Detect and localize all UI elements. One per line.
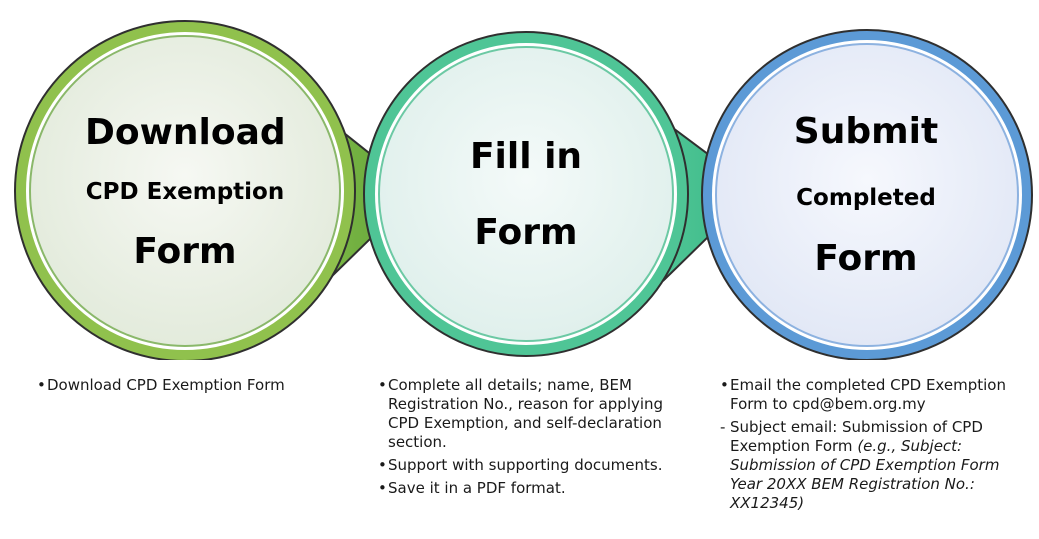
step-1-title-top: Download [85,112,286,153]
step-3-notes: • Email the completed CPD Exemption Form… [720,376,1020,513]
step-2-note-3-text: Save it in a PDF format. [388,479,566,497]
step-3-title-bottom: Form [814,238,918,279]
step-2-note-1-text: Complete all details; name, BEM Registra… [388,376,664,451]
step-2-title-bottom: Form [474,212,578,253]
dash-icon: - [720,418,726,436]
step-3-title-top: Submit [793,111,939,152]
step-1-shape [14,20,420,360]
step-2-note-2-text: Support with supporting documents. [388,456,663,474]
step-1-notes: • Download CPD Exemption Form [37,376,327,399]
step-1-title-middle: CPD Exemption [85,179,285,205]
bullet-icon: • [378,376,387,394]
step-2-disc [378,46,674,342]
step-3-disc [715,43,1019,347]
step-1-title-bottom: Form [133,231,237,272]
step-3-subject-example: (e.g., Subject: Submission of CPD Exempt… [730,437,1000,512]
step-1-note-1-text: Download CPD Exemption Form [47,376,285,394]
step-3-note-1: • Email the completed CPD Exemption Form… [720,376,1020,414]
bullet-icon: • [378,479,387,497]
step-2-notes: • Complete all details; name, BEM Regist… [378,376,678,502]
step-3-title-middle: Completed [796,185,936,211]
step-2-note-2: • Support with supporting documents. [378,456,678,475]
bullet-icon: • [37,376,46,394]
step-3-shape [701,29,1033,360]
step-2-note-3: • Save it in a PDF format. [378,479,678,498]
bullet-icon: • [720,376,729,394]
step-1-disc [29,35,341,347]
step-2-shape [363,31,758,357]
step-3-note-1-text: Email the completed CPD Exemption Form t… [730,376,1006,413]
step-3-subject-note: - Subject email: Submission of CPD Exemp… [720,418,1020,513]
step-3-subject-text: Subject email: Submission of CPD Exempti… [730,418,983,455]
process-diagram [14,20,1033,360]
step-1-note-1: • Download CPD Exemption Form [37,376,327,395]
bullet-icon: • [378,456,387,474]
step-2-note-1: • Complete all details; name, BEM Regist… [378,376,678,452]
step-2-title-top: Fill in [469,136,583,177]
